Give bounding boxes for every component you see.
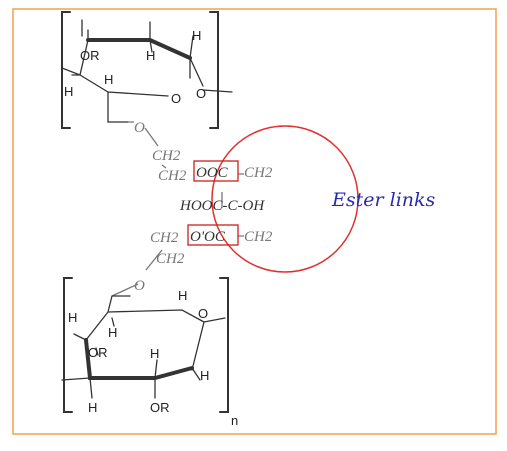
top-glycosidic-oxygen: O	[196, 86, 206, 101]
top-substituent-or: OR	[80, 48, 100, 63]
top-h3: H	[104, 72, 113, 87]
highlight-circle	[211, 125, 359, 273]
bottom-h1: H	[68, 310, 77, 325]
top-h2: H	[192, 28, 201, 43]
ester-box-bottom	[187, 224, 239, 246]
ester-box-top	[193, 160, 239, 182]
linker-ch2-c: CH2	[150, 230, 179, 246]
top-h4: H	[64, 84, 73, 99]
bottom-substituent-or-2: OR	[150, 400, 170, 415]
bottom-h4: H	[178, 288, 187, 303]
linker-o-top: O	[134, 120, 145, 136]
diagram-frame	[12, 8, 497, 435]
bottom-substituent-or-1: OR	[88, 345, 108, 360]
bottom-ring-subst-bonds	[61, 317, 226, 399]
linker-ch2-right-top: CH2	[244, 165, 273, 181]
bottom-ring-bonds	[85, 295, 205, 371]
bottom-left-bracket	[63, 277, 73, 413]
top-h1: H	[146, 48, 155, 63]
linker-ch2-right-bottom: CH2	[244, 229, 273, 245]
bottom-h6: H	[88, 400, 97, 415]
top-glucose-ring	[61, 11, 233, 129]
linker-ch2-a: CH2	[152, 148, 181, 164]
ester-links-label: Ester links	[331, 189, 436, 211]
ester-top: OOC	[196, 165, 229, 181]
bottom-glucose-ring	[61, 277, 229, 413]
linker-ch2-d: CH2	[156, 251, 185, 267]
top-right-bracket	[209, 11, 219, 129]
top-ring-subst-bonds	[61, 19, 233, 123]
bottom-right-bracket	[219, 277, 229, 413]
top-ring-bonds	[79, 39, 204, 97]
bottom-h3: H	[150, 346, 159, 361]
top-ring-oxygen: O	[171, 91, 181, 106]
bottom-h2: H	[108, 325, 117, 340]
bottom-h5: H	[200, 368, 209, 383]
linker-center-group: HOOC-C-OH	[179, 198, 265, 214]
ester-bottom: O'OC	[190, 229, 226, 245]
linker-o-bottom: O	[134, 278, 145, 294]
bottom-ring-oxygen: O	[198, 306, 208, 321]
top-ring-bold-edge	[86, 38, 192, 60]
top-left-bracket	[61, 11, 71, 129]
linker-ch2-b: CH2	[158, 168, 187, 184]
linker-bonds	[111, 121, 244, 297]
repeat-unit-n: n	[231, 413, 238, 428]
bottom-ring-bold-edge	[84, 338, 194, 380]
